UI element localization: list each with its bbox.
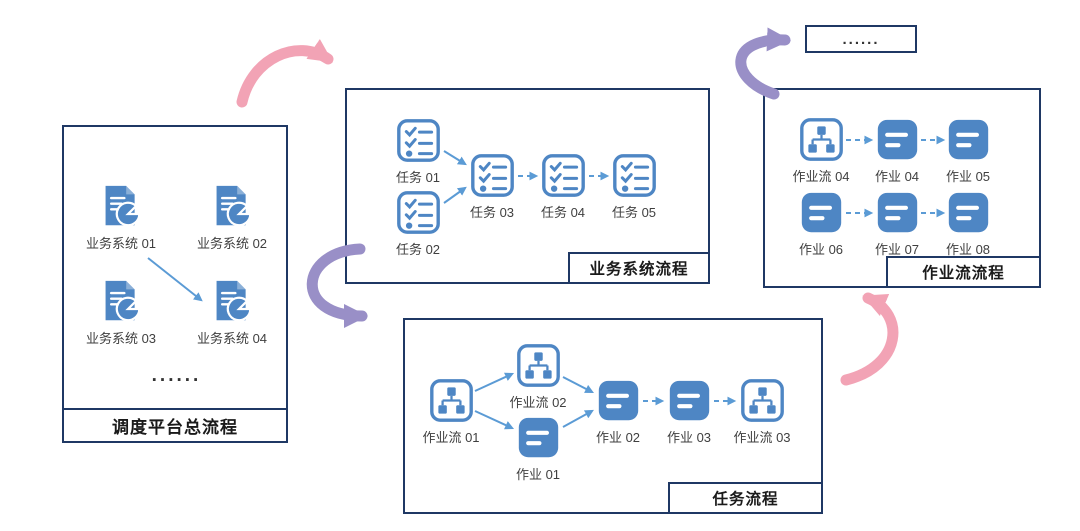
node-job-03: 作业 03 [643,378,735,446]
node-business-system-02: 业务系统 02 [186,184,278,252]
checklist-icon [541,153,586,198]
checklist-icon [470,153,515,198]
sitemap-icon [740,378,785,423]
flow-arrow-platform-to-business [236,38,334,108]
business-group-title: 业务系统流程 [568,252,710,284]
node-workflow-02: 作业流 02 [492,343,584,411]
node-label: 作业 06 [798,242,844,257]
job-icon [946,117,991,162]
node-label: 作业流 02 [509,395,567,410]
node-workflow-03: 作业流 03 [716,378,808,446]
node-business-system-04: 业务系统 04 [186,279,278,347]
node-job-01: 作业 01 [492,415,584,483]
node-label: 业务系统 01 [85,236,157,251]
job-icon [516,415,561,460]
node-label: 作业流 03 [733,430,791,445]
job-icon [667,378,712,423]
checklist-icon [396,190,441,235]
job-icon [875,190,920,235]
node-job-08: 作业 08 [922,190,1014,258]
job-icon [946,190,991,235]
node-task-05: 任务 05 [588,153,680,221]
job-icon [799,190,844,235]
task-title-text: 任务流程 [712,491,779,508]
doc-pie-icon [99,279,144,324]
node-job-05: 作业 05 [922,117,1014,185]
node-label: 作业流 01 [422,430,480,445]
node-label: 作业 01 [515,467,561,482]
node-label: 任务 05 [611,205,657,220]
node-label: 作业 02 [595,430,641,445]
node-label: 作业 07 [874,242,920,257]
sitemap-icon [516,343,561,388]
node-label: 业务系统 02 [196,236,268,251]
node-job-04: 作业 04 [851,117,943,185]
sitemap-icon [429,378,474,423]
more-workflows-box: ...... [805,25,917,53]
node-workflow-04: 作业流 04 [775,117,867,185]
jobflow-group-title: 作业流流程 [886,256,1041,288]
node-label: 作业 04 [874,169,920,184]
node-label: 任务 02 [395,242,441,257]
node-label: 作业流 04 [792,169,850,184]
doc-pie-icon [210,279,255,324]
checklist-icon [612,153,657,198]
platform-ellipsis: ...... [151,365,202,386]
job-icon [596,378,641,423]
more-workflows-text: ...... [842,30,880,48]
node-label: 业务系统 04 [196,331,268,346]
node-label: 任务 04 [540,205,586,220]
platform-group-title: 调度平台总流程 [62,408,288,443]
jobflow-title-text: 作业流流程 [922,265,1005,282]
flow-arrow-task-to-jobflow [840,292,899,386]
node-workflow-01: 作业流 01 [405,378,497,446]
node-task-04: 任务 04 [517,153,609,221]
node-business-system-01: 业务系统 01 [75,184,167,252]
doc-pie-icon [99,184,144,229]
node-label: 作业 03 [666,430,712,445]
business-title-text: 业务系统流程 [589,261,689,278]
node-label: 业务系统 03 [85,331,157,346]
sitemap-icon [799,117,844,162]
node-label: 任务 03 [469,205,515,220]
flow-arrow-jobflow-to-more [735,27,791,100]
node-label: 任务 01 [395,170,441,185]
doc-pie-icon [210,184,255,229]
node-job-07: 作业 07 [851,190,943,258]
node-task-03: 任务 03 [446,153,538,221]
node-label: 作业 08 [945,242,991,257]
task-group-title: 任务流程 [668,482,823,514]
platform-title-text: 调度平台总流程 [112,418,238,437]
checklist-icon [396,118,441,163]
job-icon [875,117,920,162]
node-task-01: 任务 01 [372,118,464,186]
node-job-02: 作业 02 [572,378,664,446]
node-business-system-03: 业务系统 03 [75,279,167,347]
node-task-02: 任务 02 [372,190,464,258]
node-label: 作业 05 [945,169,991,184]
node-job-06: 作业 06 [775,190,867,258]
